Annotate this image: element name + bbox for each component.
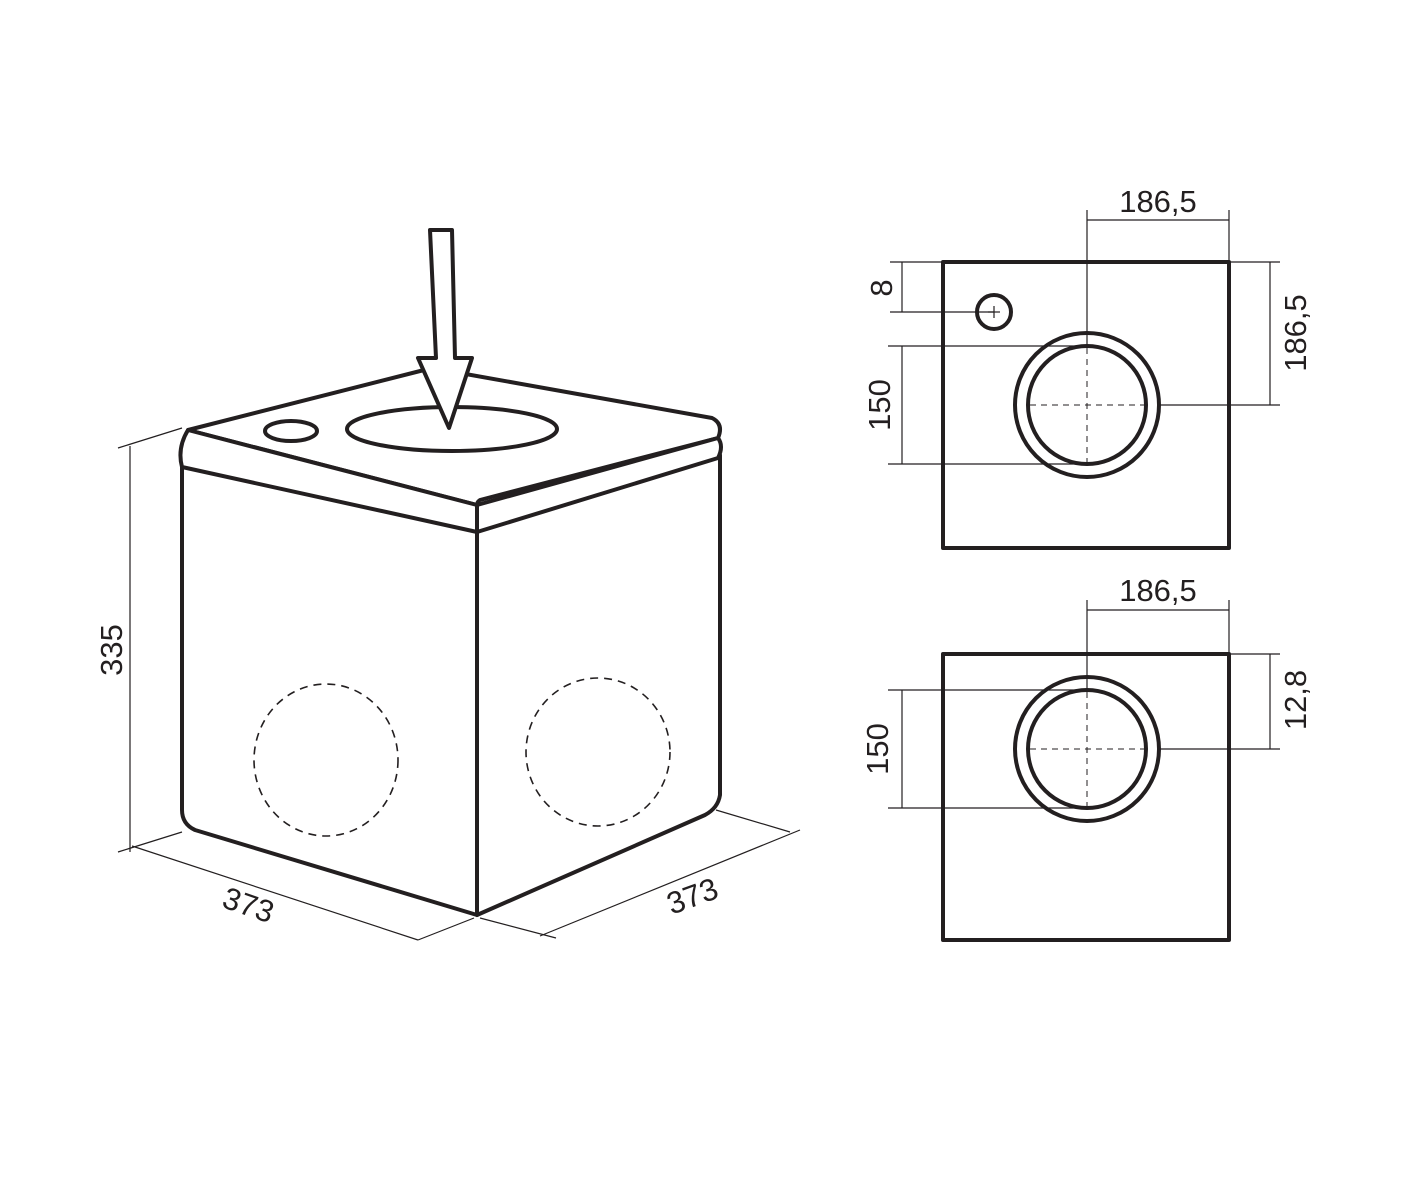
right-side-hidden-hole [525,677,671,827]
top-hole-diameter-label: 150 [862,379,897,431]
top-offset-x-label: 186,5 [1119,184,1197,219]
arrow-down-icon [416,228,474,430]
bottom-offset-y-label: 12,8 [1278,670,1313,730]
bottom-view-outline [941,652,1231,942]
top-view: 186,5 186,5 8 150 [862,184,1313,550]
width-right-label: 373 [662,871,723,922]
lid-rim [178,428,479,534]
top-offset-y-label: 186,5 [1278,294,1313,372]
lid-rim-right [475,436,723,534]
height-dimension: 335 [94,427,183,853]
box-right-face [475,453,722,917]
left-side-hidden-hole [253,683,399,837]
top-small-hole-label: 8 [864,279,899,296]
bottom-offset-x-label: 186,5 [1119,573,1197,608]
lid-small-hole [263,419,319,443]
bottom-hole-diameter-label: 150 [860,723,895,775]
height-label: 335 [94,624,129,676]
box-left-face [180,463,479,917]
width-left-label: 373 [218,880,278,930]
bottom-view: 186,5 12,8 150 [860,573,1313,942]
isometric-view: 335 373 373 [94,228,801,941]
